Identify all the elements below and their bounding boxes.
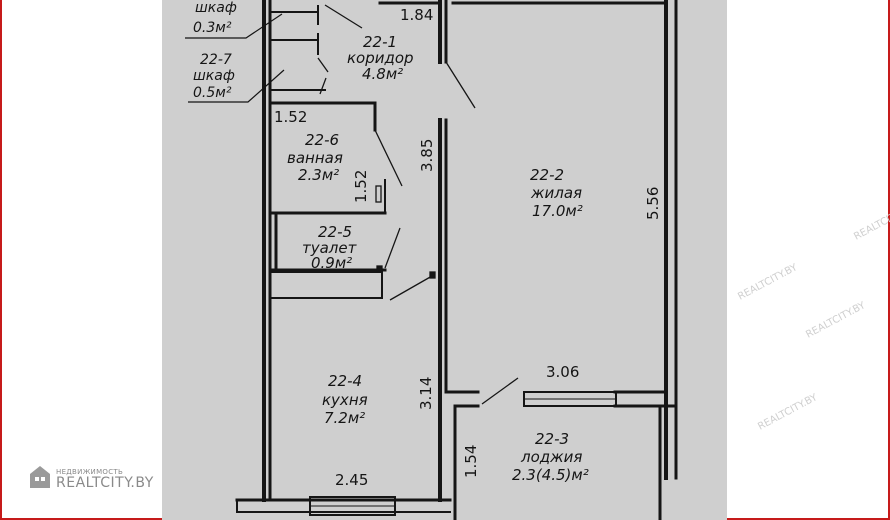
frame-right-border bbox=[888, 0, 890, 520]
walls bbox=[235, 0, 678, 520]
dim-corridor-width: 1.84 bbox=[400, 6, 433, 24]
dim-living-length: 5.56 bbox=[644, 187, 662, 220]
room-id-toilet: 22-5 bbox=[318, 223, 352, 241]
callout-leader-wardrobe-22-7 bbox=[188, 69, 285, 103]
logo-brand: REALTCITY.BY bbox=[56, 475, 154, 491]
watermark-repeat-3: REALTCITY.BY bbox=[852, 202, 890, 243]
callout-leaders bbox=[185, 13, 285, 103]
dim-kitchen-width: 2.45 bbox=[335, 471, 368, 489]
room-id-wardrobe: 22-7 bbox=[200, 52, 232, 68]
door-wardrobe-2 bbox=[319, 77, 327, 95]
door-corridor-entry bbox=[324, 4, 363, 29]
door-kitchen bbox=[389, 275, 433, 301]
room-id-loggia: 22-3 bbox=[535, 430, 569, 448]
room-area-kitchen: 7.2м² bbox=[324, 409, 365, 427]
logo-subtitle: НЕДВИЖИМОСТЬ bbox=[56, 468, 124, 476]
room-area-corridor: 4.8м² bbox=[362, 65, 403, 83]
watermark-pattern: REALTCITY.BY REALTCITY.BY REALTCITY.BY R… bbox=[736, 202, 890, 433]
realtcity-logo: НЕДВИЖИМОСТЬ REALTCITY.BY bbox=[28, 460, 154, 490]
logo-text: НЕДВИЖИМОСТЬ REALTCITY.BY bbox=[56, 468, 154, 491]
dim-loggia-depth: 1.54 bbox=[462, 445, 480, 478]
door-loggia bbox=[481, 377, 519, 405]
door-marker-toilet bbox=[376, 265, 383, 272]
door-toilet bbox=[384, 227, 401, 269]
room-id-kitchen: 22-4 bbox=[328, 372, 362, 390]
wall-kitchen-top bbox=[269, 271, 383, 299]
room-area-toilet: 0.9м² bbox=[311, 254, 352, 272]
room-area-wardrobe: 0.5м² bbox=[193, 85, 232, 101]
dim-living-width: 3.06 bbox=[546, 363, 579, 381]
room-id-bathroom: 22-6 bbox=[305, 131, 339, 149]
room-name-wardrobe: шкаф bbox=[193, 68, 235, 84]
room-id-corridor: 22-1 bbox=[363, 33, 397, 51]
room-name-living: жилая bbox=[530, 184, 582, 202]
room-name-corridor: коридор bbox=[347, 49, 414, 67]
watermark-repeat-4: REALTCITY.BY bbox=[756, 392, 820, 433]
dim-corridor-length: 3.85 bbox=[418, 139, 436, 172]
room-name-kitchen: кухня bbox=[322, 391, 368, 409]
frame-left-border bbox=[0, 0, 2, 520]
room-name-loggia: лоджия bbox=[520, 448, 582, 466]
dim-bath-width: 1.52 bbox=[274, 108, 307, 126]
callout-leader-wardrobe-top bbox=[185, 13, 283, 39]
room-area-loggia: 2.3(4.5)м² bbox=[512, 466, 589, 484]
dim-kitchen-length: 3.14 bbox=[417, 377, 435, 410]
room-id-living: 22-2 bbox=[530, 166, 564, 184]
watermark-repeat-2: REALTCITY.BY bbox=[804, 300, 868, 341]
door-swings bbox=[317, 4, 519, 405]
bath-fixture bbox=[375, 185, 382, 203]
door-living bbox=[445, 61, 476, 109]
room-name-toilet: туалет bbox=[302, 239, 358, 257]
watermark-repeat-1: REALTCITY.BY bbox=[736, 262, 800, 303]
room-area-bathroom: 2.3м² bbox=[298, 166, 339, 184]
room-area-living: 17.0м² bbox=[532, 202, 583, 220]
door-marker-kitchen bbox=[429, 271, 436, 279]
room-name-wardrobe-top: шкаф bbox=[195, 0, 237, 16]
door-wardrobe bbox=[317, 57, 329, 73]
dim-bath-height: 1.52 bbox=[352, 170, 370, 203]
house-icon bbox=[30, 466, 50, 488]
room-area-wardrobe-top: 0.3м² bbox=[193, 20, 232, 36]
room-name-bathroom: ванная bbox=[287, 149, 343, 167]
door-bathroom bbox=[374, 129, 403, 187]
